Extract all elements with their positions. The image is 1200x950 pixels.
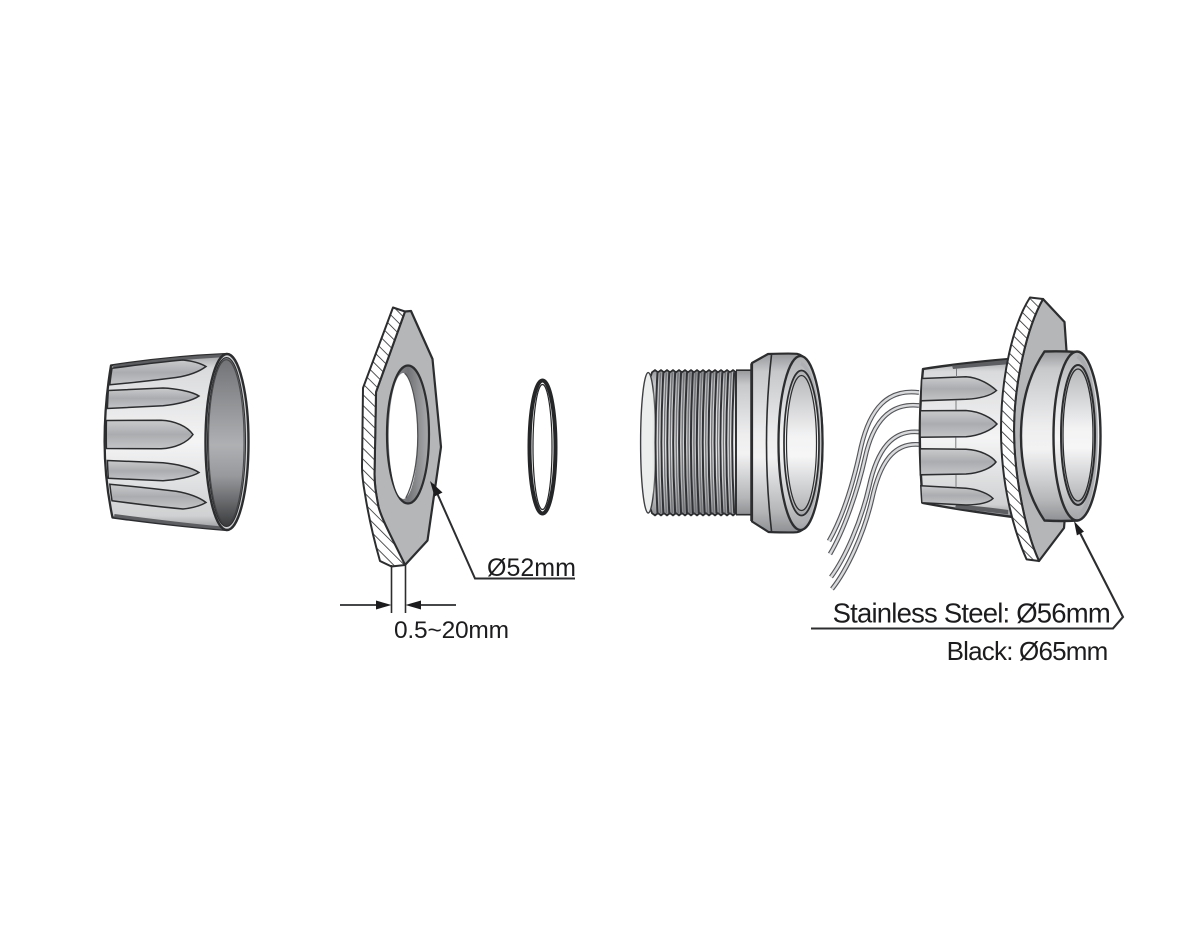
svg-text:Black: Ø65mm: Black: Ø65mm	[947, 636, 1108, 666]
svg-text:Stainless Steel: Ø56mm: Stainless Steel: Ø56mm	[833, 598, 1110, 629]
svg-text:0.5~20mm: 0.5~20mm	[394, 617, 509, 644]
svg-text:Ø52mm: Ø52mm	[487, 554, 576, 582]
